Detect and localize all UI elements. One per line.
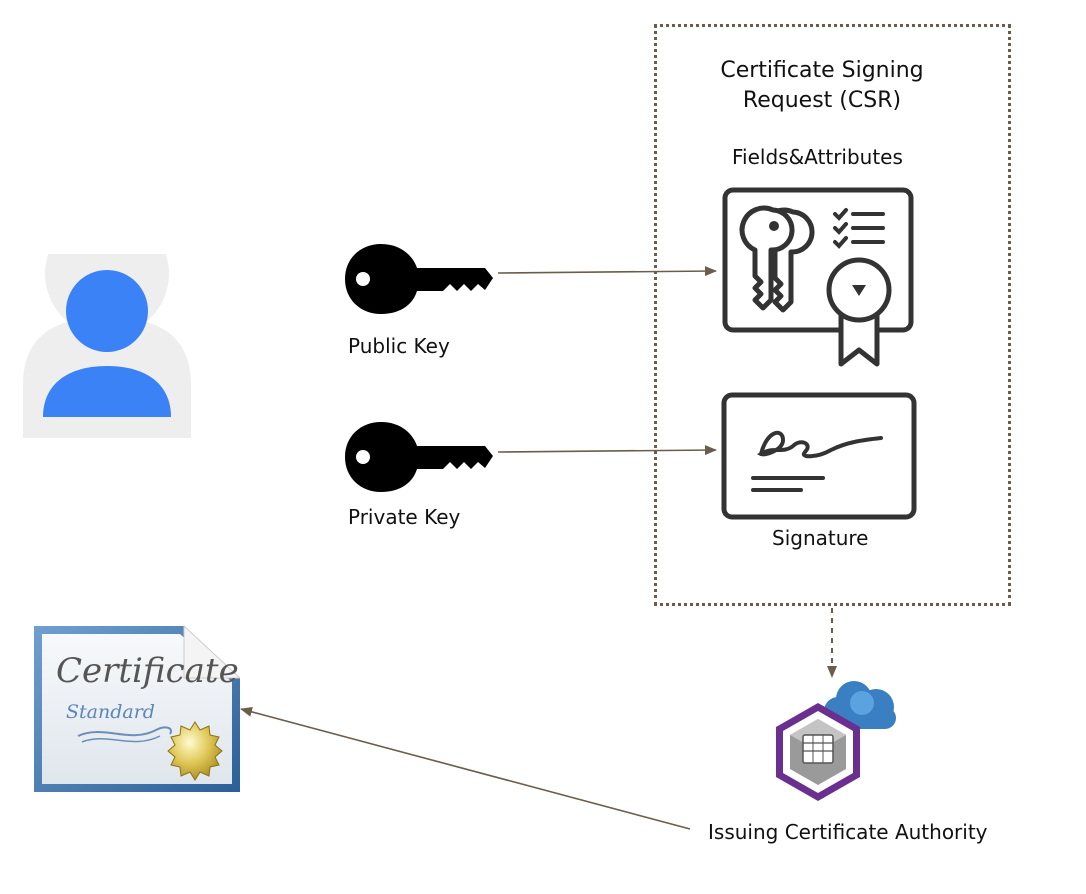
- user-icon: [23, 254, 191, 438]
- gold-seal-icon: [167, 721, 223, 781]
- signature-label: Signature: [772, 526, 869, 550]
- ca-label: Issuing Certificate Authority: [708, 820, 988, 844]
- private-key-label: Private Key: [348, 505, 461, 529]
- ca-to-certificate-arrow: [240, 707, 691, 830]
- csr-title-line2: Request (CSR): [742, 88, 902, 113]
- fields-attributes-label: Fields&Attributes: [732, 145, 903, 169]
- certificate-authority-icon: [766, 673, 902, 807]
- csr-title-line1: Certificate Signing: [720, 58, 924, 83]
- csr-title: Certificate Signing Request (CSR): [654, 56, 990, 116]
- certificate-script-text: Certificate: [56, 651, 239, 691]
- csr-container: [654, 24, 1011, 606]
- certificate-fields-icon: [721, 186, 917, 370]
- public-key-arrow: [497, 266, 717, 277]
- certificate-subtitle: Standard: [66, 701, 155, 723]
- cloud-icon: [824, 681, 896, 729]
- public-key-icon: [343, 242, 493, 316]
- public-key-label: Public Key: [348, 334, 450, 358]
- signature-icon: [721, 392, 919, 522]
- private-key-icon: [343, 420, 493, 494]
- issued-certificate-icon: Certificate Standard: [34, 626, 240, 792]
- private-key-arrow: [497, 445, 717, 456]
